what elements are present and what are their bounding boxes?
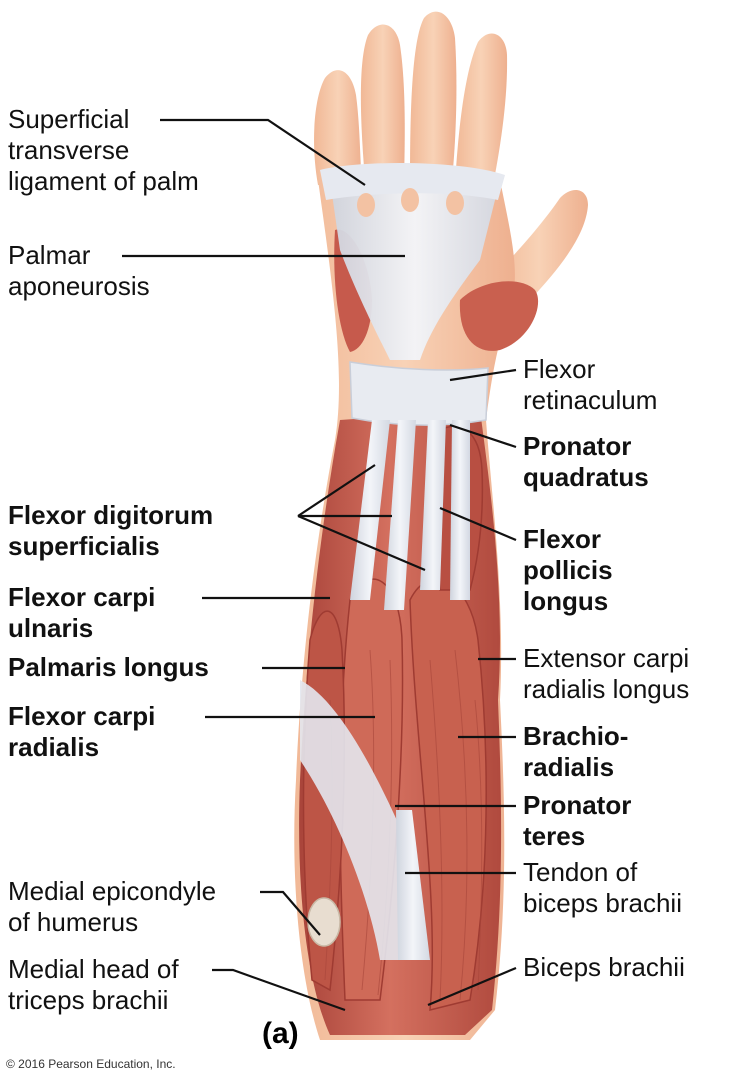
leader-fds-3 <box>297 514 426 572</box>
copyright-notice: © 2016 Pearson Education, Inc. <box>6 1057 176 1071</box>
tendon-group <box>300 163 505 960</box>
label-brachioradialis: Brachio- radialis <box>523 721 629 782</box>
label-pronator-quadratus: Pronator quadratus <box>523 431 649 492</box>
label-flexor-digitorum-superficialis: Flexor digitorum superficialis <box>8 500 214 561</box>
label-flexor-carpi-radialis: Flexor carpi radialis <box>8 701 156 762</box>
leader-medial-head-triceps <box>212 968 346 1012</box>
panel-letter: (a) <box>262 1017 299 1050</box>
label-flexor-retinaculum: Flexor retinaculum <box>523 354 658 415</box>
label-medial-epicondyle: Medial epicondyle of humerus <box>8 876 217 937</box>
leader-fds-1 <box>297 464 376 517</box>
leader-lines <box>122 118 517 1012</box>
leader-superficial-transverse <box>160 118 366 186</box>
label-biceps-brachii: Biceps brachii <box>523 952 685 982</box>
label-medial-head-triceps: Medial head of triceps brachii <box>8 954 179 1015</box>
leader-pronator-quadratus <box>449 423 517 449</box>
leader-flexor-retinaculum <box>449 368 517 382</box>
label-extensor-carpi-radialis-longus: Extensor carpi radialis longus <box>523 643 690 704</box>
label-flexor-pollicis-longus: Flexor pollicis longus <box>523 524 613 616</box>
leader-flexor-pollicis <box>439 506 517 542</box>
label-palmaris-longus: Palmaris longus <box>8 652 209 682</box>
label-superficial-transverse-ligament: Superficial transverse ligament of palm <box>8 104 199 196</box>
label-palmar-aponeurosis: Palmar aponeurosis <box>8 240 150 301</box>
label-tendon-of-biceps-brachii: Tendon of biceps brachii <box>523 857 682 918</box>
label-pronator-teres: Pronator teres <box>523 790 632 851</box>
leader-biceps-brachii <box>427 966 517 1007</box>
leader-medial-epicondyle <box>260 890 321 936</box>
label-flexor-carpi-ulnaris: Flexor carpi ulnaris <box>8 582 156 643</box>
